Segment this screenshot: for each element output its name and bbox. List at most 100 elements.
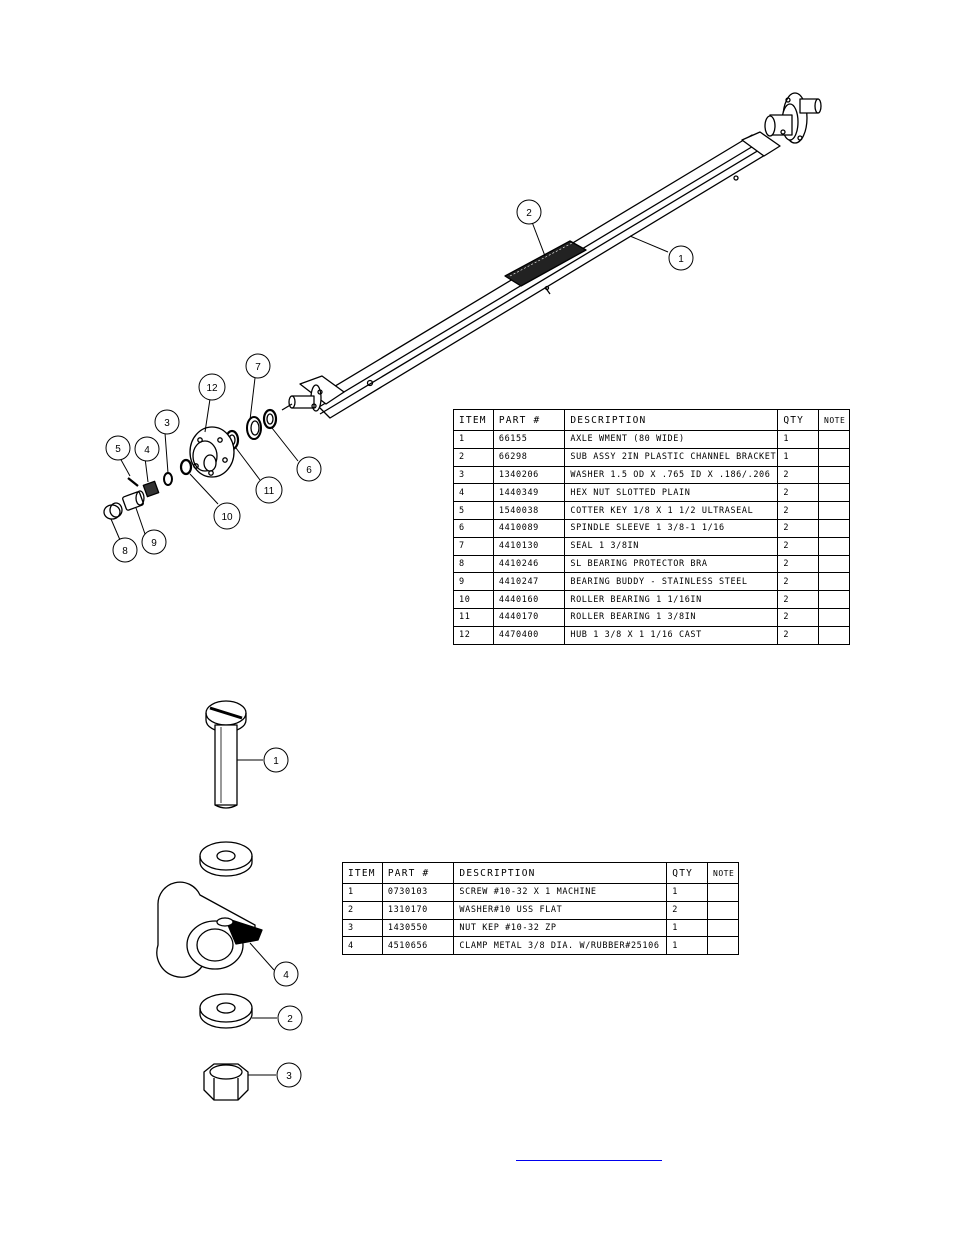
svg-text:3: 3 bbox=[164, 418, 170, 429]
svg-text:8: 8 bbox=[122, 546, 128, 557]
cell-desc: SEAL 1 3/8IN bbox=[564, 536, 779, 556]
cell-item: 11 bbox=[453, 607, 494, 627]
svg-text:11: 11 bbox=[264, 486, 275, 497]
header-part: PART # bbox=[492, 409, 566, 431]
header-qty: QTY bbox=[777, 409, 820, 431]
cell-item: 2 bbox=[453, 447, 494, 467]
cell-note bbox=[818, 536, 850, 556]
cell-desc: HUB 1 3/8 X 1 1/16 CAST bbox=[564, 625, 779, 645]
cell-note bbox=[818, 554, 850, 574]
callout-axle-3: 3 bbox=[154, 409, 180, 435]
cell-note bbox=[818, 518, 850, 538]
cell-desc: COTTER KEY 1/8 X 1 1/2 ULTRASEAL bbox=[564, 501, 779, 520]
table-header-row: ITEM PART # DESCRIPTION QTY NOTE bbox=[453, 409, 850, 431]
callout-axle-2: 2 bbox=[516, 199, 542, 225]
cell-note bbox=[707, 936, 739, 956]
cell-item: 4 bbox=[342, 936, 383, 956]
cell-item: 8 bbox=[453, 554, 494, 574]
cell-part: 4440170 bbox=[492, 607, 566, 627]
callout-axle-11: 11 bbox=[255, 476, 283, 504]
cell-qty: 2 bbox=[777, 465, 820, 485]
cell-qty: 2 bbox=[777, 572, 820, 592]
cell-part: 1340206 bbox=[492, 465, 566, 485]
header-qty: QTY bbox=[666, 862, 709, 884]
slotted-nut-4 bbox=[142, 480, 160, 498]
cell-qty: 1 bbox=[666, 918, 709, 938]
cell-part: 66298 bbox=[492, 447, 566, 467]
header-item: ITEM bbox=[342, 862, 383, 884]
bearing-protector-8 bbox=[103, 502, 123, 520]
cell-desc: SL BEARING PROTECTOR BRA bbox=[564, 554, 779, 574]
cell-qty: 1 bbox=[666, 883, 709, 902]
svg-text:3: 3 bbox=[286, 1071, 292, 1082]
header-description: DESCRIPTION bbox=[564, 409, 779, 431]
cell-part: 4440160 bbox=[492, 590, 566, 609]
callout-clamp-3: 3 bbox=[276, 1062, 302, 1088]
washer-2 bbox=[199, 993, 253, 1029]
cell-note bbox=[818, 607, 850, 627]
cell-qty: 2 bbox=[777, 483, 820, 503]
cell-note bbox=[707, 918, 739, 938]
cell-item: 9 bbox=[453, 572, 494, 592]
cell-note bbox=[707, 883, 739, 902]
callout-axle-8: 8 bbox=[112, 537, 138, 563]
cell-part: 4510656 bbox=[381, 936, 455, 956]
cell-note bbox=[707, 900, 739, 920]
cell-desc: SUB ASSY 2IN PLASTIC CHANNEL BRACKET bbox=[564, 447, 779, 467]
axle-tube bbox=[299, 131, 781, 419]
cell-qty: 2 bbox=[777, 625, 820, 645]
cell-part: 1440349 bbox=[492, 483, 566, 503]
cell-desc: WASHER 1.5 OD X .765 ID X .186/.206 bbox=[564, 465, 779, 485]
roller-bearing-10 bbox=[179, 458, 193, 476]
header-description: DESCRIPTION bbox=[453, 862, 668, 884]
svg-text:12: 12 bbox=[206, 383, 218, 394]
washer-3 bbox=[163, 472, 173, 486]
cell-item: 3 bbox=[342, 918, 383, 938]
callout-axle-10: 10 bbox=[213, 502, 241, 530]
svg-text:6: 6 bbox=[306, 465, 312, 476]
svg-text:2: 2 bbox=[526, 208, 532, 219]
cell-part: 4410247 bbox=[492, 572, 566, 592]
cell-desc: BEARING BUDDY - STAINLESS STEEL bbox=[564, 572, 779, 592]
cell-note bbox=[818, 430, 850, 449]
callout-axle-9: 9 bbox=[141, 529, 167, 555]
cell-qty: 2 bbox=[777, 607, 820, 627]
cell-part: 4410246 bbox=[492, 554, 566, 574]
cell-part: 1310170 bbox=[381, 900, 455, 920]
cell-item: 10 bbox=[453, 590, 494, 609]
cell-part: 0730103 bbox=[381, 883, 455, 902]
screw-1 bbox=[205, 700, 247, 809]
hub-12 bbox=[189, 426, 235, 478]
cell-desc: SCREW #10-32 X 1 MACHINE bbox=[453, 883, 668, 902]
callout-clamp-4: 4 bbox=[273, 961, 299, 987]
cell-desc: HEX NUT SLOTTED PLAIN bbox=[564, 483, 779, 503]
spindle-left bbox=[281, 384, 323, 412]
footer-link[interactable] bbox=[516, 1146, 662, 1161]
svg-text:10: 10 bbox=[221, 512, 233, 523]
cell-note bbox=[818, 483, 850, 503]
callout-axle-6: 6 bbox=[296, 456, 322, 482]
cell-part: 66155 bbox=[492, 430, 566, 449]
cell-desc: ROLLER BEARING 1 1/16IN bbox=[564, 590, 779, 609]
cell-part: 1430550 bbox=[381, 918, 455, 938]
clamp-4 bbox=[156, 881, 263, 978]
callout-axle-12: 12 bbox=[198, 373, 226, 401]
spindle-sleeve-6 bbox=[262, 408, 278, 430]
svg-text:1: 1 bbox=[678, 254, 684, 265]
cell-part: 4410130 bbox=[492, 536, 566, 556]
cell-desc: ROLLER BEARING 1 3/8IN bbox=[564, 607, 779, 627]
cotter-key-5 bbox=[127, 477, 139, 487]
cell-note bbox=[818, 465, 850, 485]
